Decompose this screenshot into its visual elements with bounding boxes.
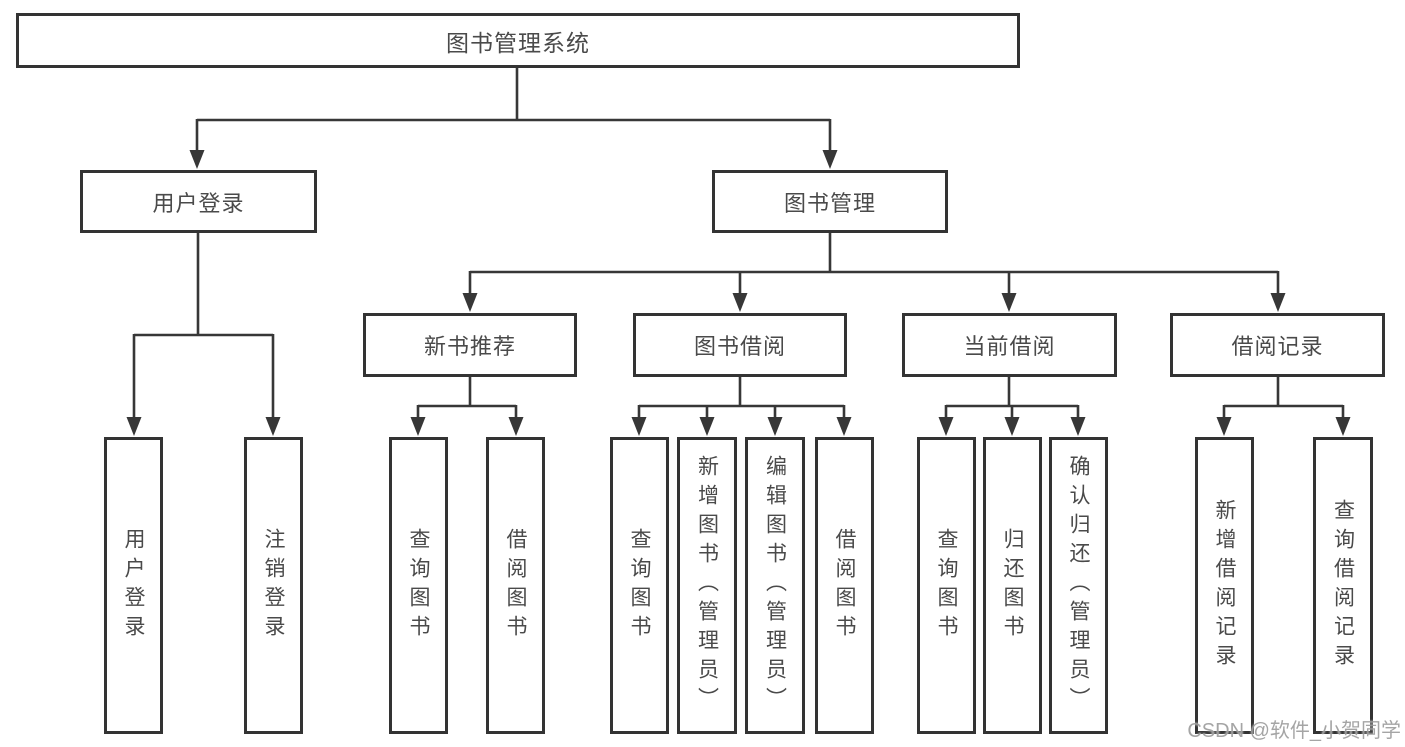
leaf-node-query-books-borrowing: 查询图书 <box>610 437 669 734</box>
leaf-label: 归还图书 <box>1001 527 1024 644</box>
leaf-label: 编辑图书（管理员） <box>763 455 787 716</box>
leaf-node-query-books-current: 查询图书 <box>917 437 976 734</box>
leaf-node-query-books-recommend: 查询图书 <box>389 437 448 734</box>
leaf-label: 查询图书 <box>935 527 958 644</box>
leaf-label: 查询图书 <box>628 527 651 644</box>
leaf-label: 新增借阅记录 <box>1213 498 1236 673</box>
connector-book-borrowing-subtree <box>637 377 846 420</box>
connector-borrowing-records-subtree <box>1222 377 1345 420</box>
root-node: 图书管理系统 <box>16 13 1020 68</box>
branch-node-book-management: 图书管理 <box>712 170 948 233</box>
csdn-watermark: CSDN @软件_小贺同学 <box>1187 720 1401 742</box>
leaf-label: 查询图书 <box>407 527 430 644</box>
group-node-borrowing-records: 借阅记录 <box>1170 313 1385 377</box>
leaf-node-borrow-books-recommend: 借阅图书 <box>486 437 545 734</box>
leaf-label: 注销登录 <box>262 527 285 644</box>
connector-root-to-level2 <box>195 68 832 152</box>
leaf-node-confirm-return-admin: 确认归还（管理员） <box>1049 437 1108 734</box>
leaf-node-add-borrow-record: 新增借阅记录 <box>1195 437 1254 734</box>
leaf-label: 确认归还（管理员） <box>1067 455 1090 716</box>
connector-new-book-recommendation-subtree <box>416 377 518 420</box>
leaf-node-edit-book-admin: 编辑图书（管理员） <box>745 437 805 734</box>
connector-book-management-to-level3 <box>468 233 1280 296</box>
group-node-current-borrowing: 当前借阅 <box>902 313 1117 377</box>
leaf-label: 用户登录 <box>122 527 145 644</box>
branch-node-user-login: 用户登录 <box>80 170 317 233</box>
connector-user-login-subtree <box>132 233 275 419</box>
leaf-label: 借阅图书 <box>833 527 856 644</box>
leaf-node-borrow-books: 借阅图书 <box>815 437 874 734</box>
leaf-label: 查询借阅记录 <box>1331 498 1355 673</box>
connector-current-borrowing-subtree <box>944 377 1080 420</box>
leaf-node-return-books: 归还图书 <box>983 437 1042 734</box>
leaf-node-user-login: 用户登录 <box>104 437 163 734</box>
leaf-label: 借阅图书 <box>504 527 527 644</box>
group-node-new-book-recommendation: 新书推荐 <box>363 313 577 377</box>
leaf-label: 新增图书（管理员） <box>695 455 719 716</box>
leaf-node-query-borrow-record: 查询借阅记录 <box>1313 437 1373 734</box>
group-node-book-borrowing: 图书借阅 <box>633 313 847 377</box>
leaf-node-add-book-admin: 新增图书（管理员） <box>677 437 737 734</box>
leaf-node-logout: 注销登录 <box>244 437 303 734</box>
